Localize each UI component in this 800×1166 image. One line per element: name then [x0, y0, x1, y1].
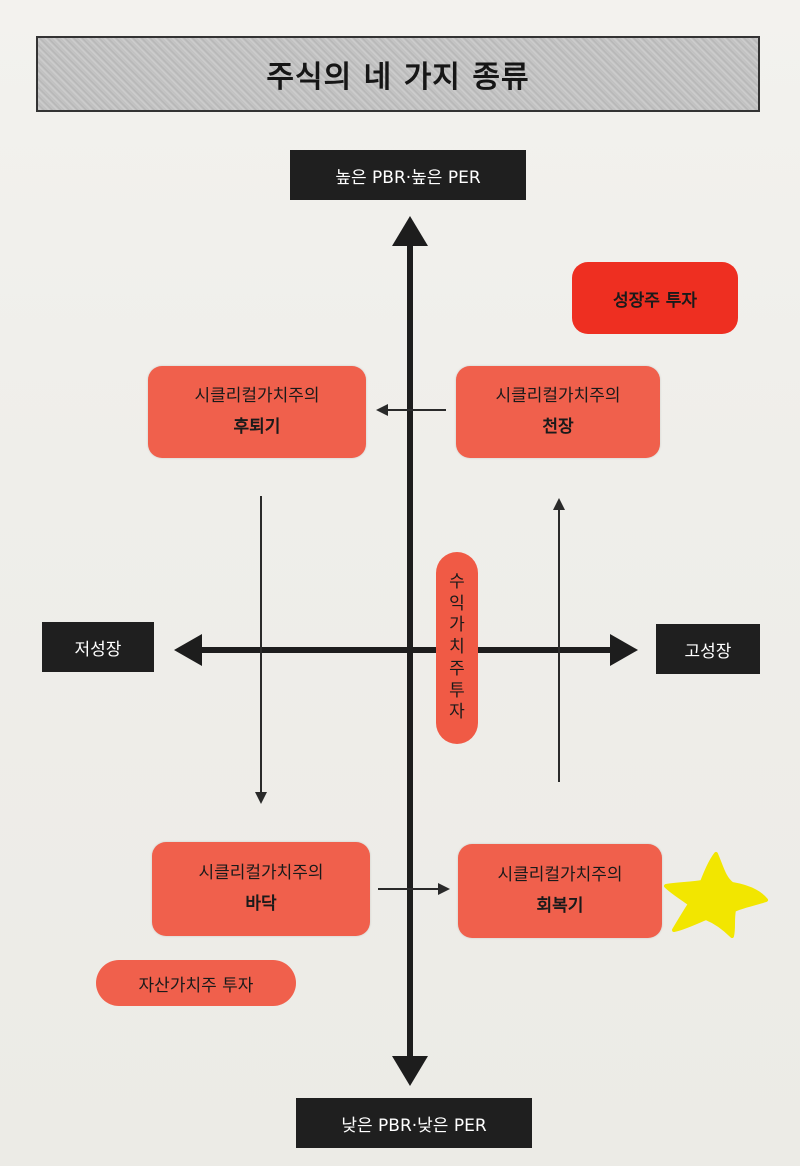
earnings-char: 수 — [449, 571, 465, 592]
quadrant-label-line1: 시클리컬가치주의 — [194, 385, 320, 406]
asset-value-investing: 자산가치주 투자 — [96, 960, 296, 1006]
axis-label-top: 높은 PBR·높은 PER — [290, 150, 526, 200]
axis-label-left: 저성장 — [42, 622, 154, 672]
title-banner: 주식의 네 가지 종류 — [36, 36, 760, 112]
quadrant-box-recovery: 시클리컬가치주의 회복기 — [458, 844, 662, 938]
quadrant-box-recession: 시클리컬가치주의 후퇴기 — [148, 366, 366, 458]
earnings-char: 투 — [449, 680, 465, 701]
earnings-char: 주 — [449, 658, 465, 679]
axis-arrow-right — [610, 634, 638, 666]
axis-arrow-down — [392, 1056, 428, 1086]
quadrant-label-line1: 시클리컬가치주의 — [198, 862, 324, 883]
vertical-axis — [392, 216, 428, 1086]
quadrant-label-line2: 바닥 — [245, 894, 277, 914]
axis-arrow-left — [174, 634, 202, 666]
cycle-arrow-recovery-to-peak — [553, 498, 565, 782]
earnings-char: 자 — [449, 702, 465, 723]
horizontal-axis — [174, 634, 638, 666]
quadrant-box-peak: 시클리컬가치주의 천장 — [456, 366, 660, 458]
quadrant-label-line2: 천장 — [542, 417, 574, 437]
quadrant-label-line1: 시클리컬가치주의 — [497, 864, 623, 885]
quadrant-label-line1: 시클리컬가치주의 — [495, 385, 621, 406]
cycle-arrow-recession-to-bottom — [255, 496, 267, 804]
cycle-arrow-peak-to-recession — [376, 404, 446, 416]
earnings-value-investing: 수 익 가 치 주 투 자 — [436, 552, 478, 744]
page-title: 주식의 네 가지 종류 — [266, 60, 530, 95]
earnings-char: 익 — [449, 593, 465, 614]
cycle-arrow-bottom-to-recovery — [378, 883, 450, 895]
growth-stock-investing: 성장주 투자 — [572, 262, 738, 334]
earnings-char: 치 — [449, 637, 465, 658]
star-icon — [664, 852, 768, 938]
axis-label-right: 고성장 — [656, 624, 760, 674]
axis-arrow-up — [392, 216, 428, 246]
quadrant-label-line2: 후퇴기 — [233, 417, 281, 437]
axis-label-bottom: 낮은 PBR·낮은 PER — [296, 1098, 532, 1148]
earnings-char: 가 — [449, 615, 465, 636]
quadrant-label-line2: 회복기 — [536, 896, 584, 916]
quadrant-box-bottom: 시클리컬가치주의 바닥 — [152, 842, 370, 936]
